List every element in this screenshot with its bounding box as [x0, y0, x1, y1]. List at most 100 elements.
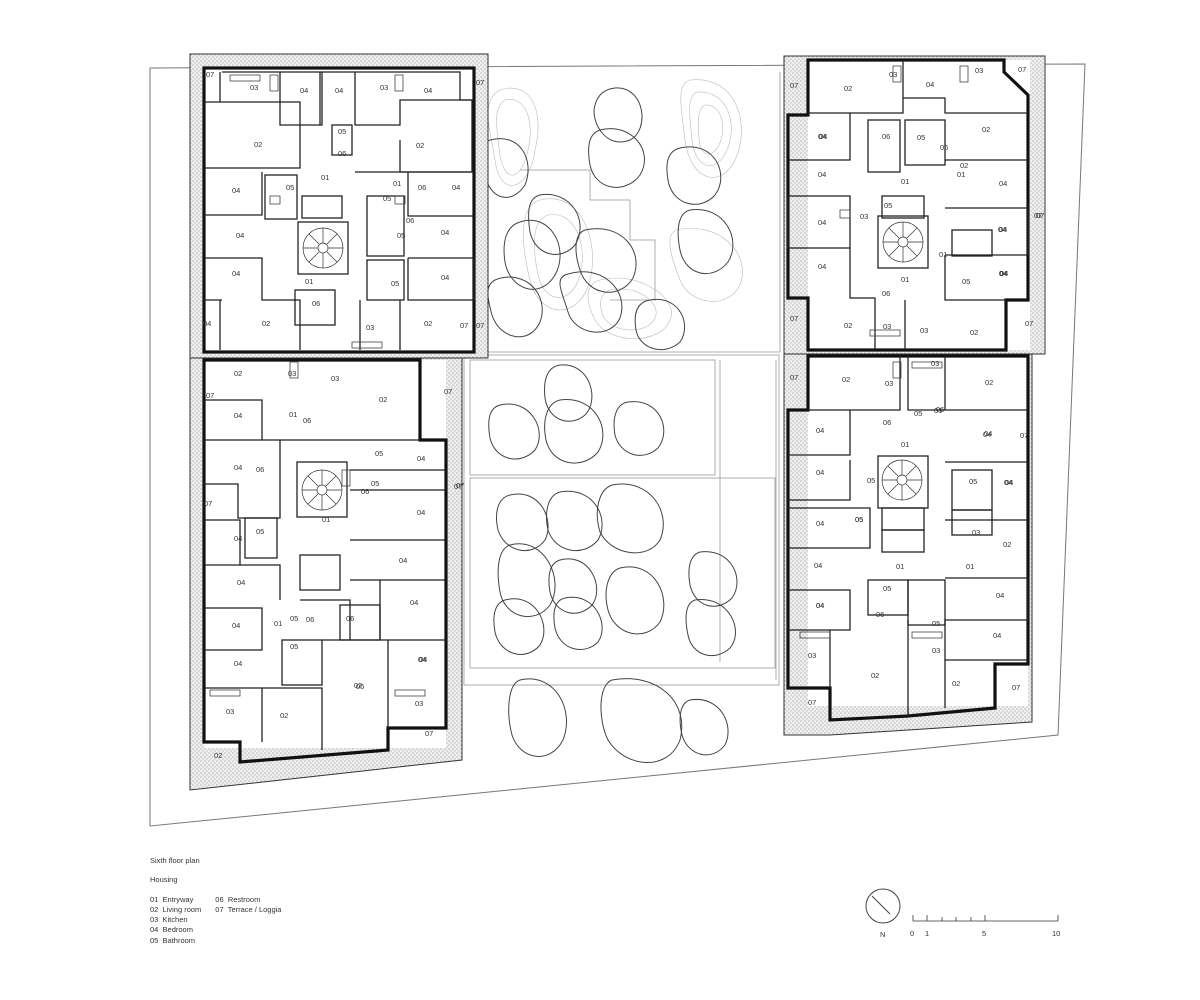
- room-label: 06: [361, 487, 369, 496]
- room-label: 07: [790, 373, 798, 382]
- room-label: 01: [901, 275, 909, 284]
- room-label: 06: [940, 143, 948, 152]
- room-label: 01: [957, 170, 965, 179]
- legend-item: 06 Restroom: [215, 894, 261, 904]
- room-label: 05: [383, 194, 391, 203]
- room-label: 03: [885, 379, 893, 388]
- room-label: 07: [1018, 65, 1026, 74]
- legend-item: 03 Kitchen: [150, 915, 188, 925]
- legend-item: 01 Entryway: [150, 894, 194, 904]
- courtyard: [463, 68, 781, 686]
- room-label: 05: [338, 127, 346, 136]
- room-label: 05: [290, 614, 298, 623]
- room-label: 06: [406, 216, 414, 225]
- room-label: 04: [424, 86, 432, 95]
- scale-tick-label: 1: [925, 929, 930, 938]
- room-label: 04: [999, 225, 1007, 234]
- room-label: 05: [356, 682, 364, 691]
- room-label: 04: [234, 463, 242, 472]
- room-label: 04: [441, 228, 449, 237]
- room-label: 07: [206, 391, 214, 400]
- room-label: 06: [883, 418, 891, 427]
- room-label: 07: [790, 314, 798, 323]
- room-label: 05: [855, 515, 863, 524]
- room-label: 06: [936, 405, 944, 414]
- room-label: 05: [962, 277, 970, 286]
- room-label: 04: [236, 231, 244, 240]
- room-label: 07: [1012, 683, 1020, 692]
- room-label: 04: [816, 601, 824, 610]
- room-label: 03: [331, 374, 339, 383]
- room-label: 02: [844, 321, 852, 330]
- room-label: 05: [371, 479, 379, 488]
- room-label: 07: [456, 481, 464, 490]
- room-label: 04: [1004, 478, 1012, 487]
- room-label: 02: [952, 679, 960, 688]
- room-label: 04: [999, 269, 1007, 278]
- room-label: 03: [975, 66, 983, 75]
- room-label: 04: [818, 218, 826, 227]
- room-label: 07: [476, 321, 484, 330]
- legend-item: 04 Bedroom: [150, 925, 193, 935]
- room-label: 04: [300, 86, 308, 95]
- room-label: 01: [896, 562, 904, 571]
- room-label: 04: [418, 655, 426, 664]
- room-label: 07: [1025, 319, 1033, 328]
- room-label: 04: [417, 454, 425, 463]
- garden-trees: [482, 87, 738, 763]
- room-label: 04: [816, 468, 824, 477]
- room-label: 05: [855, 515, 863, 524]
- room-label: 03: [920, 326, 928, 335]
- room-label: 05: [969, 477, 977, 486]
- scale-tick-label: 5: [982, 929, 987, 938]
- room-label: 04: [232, 269, 240, 278]
- room-label: 03: [415, 699, 423, 708]
- room-label: 03: [250, 83, 258, 92]
- room-label: 04: [417, 508, 425, 517]
- room-label: 01: [939, 250, 947, 259]
- room-label: 04: [814, 561, 822, 570]
- room-label: 06: [312, 299, 320, 308]
- legend-item: 02 Living room: [150, 904, 202, 914]
- room-label: 02: [234, 369, 242, 378]
- room-label: 03: [226, 707, 234, 716]
- room-label: 02: [985, 378, 993, 387]
- room-label: 04: [983, 430, 991, 439]
- room-label: 04: [419, 655, 427, 664]
- room-label: 03: [883, 322, 891, 331]
- room-label: 02: [842, 375, 850, 384]
- room-label: 05: [932, 619, 940, 628]
- room-label: 04: [926, 80, 934, 89]
- room-label: 04: [818, 132, 826, 141]
- room-label: 07: [476, 78, 484, 87]
- room-label: 01: [901, 177, 909, 186]
- room-label: 04: [234, 534, 242, 543]
- room-label: 04: [818, 262, 826, 271]
- room-label: 02: [254, 140, 262, 149]
- room-label: 02: [871, 671, 879, 680]
- north-compass: [865, 888, 901, 924]
- room-label: 02: [424, 319, 432, 328]
- site-boundary: [149, 63, 1086, 827]
- room-label: 02: [262, 319, 270, 328]
- room-label: 04: [234, 659, 242, 668]
- room-label: 07: [425, 729, 433, 738]
- legend-item: 05 Bathroom: [150, 935, 196, 945]
- room-label: 04: [1000, 269, 1008, 278]
- room-label: 04: [232, 621, 240, 630]
- room-label: 05: [867, 476, 875, 485]
- room-label: 04: [237, 578, 245, 587]
- room-label: 01: [322, 515, 330, 524]
- room-label: 02: [214, 751, 222, 760]
- room-label: 02: [844, 84, 852, 93]
- block-a: [189, 53, 489, 359]
- room-label: 02: [960, 161, 968, 170]
- north-label: N: [880, 930, 886, 939]
- legend-column-2: 06 Restroom 07 Terrace / Loggia: [215, 895, 281, 946]
- room-label: 07: [790, 81, 798, 90]
- room-label: 03: [889, 70, 897, 79]
- room-label: 04: [441, 273, 449, 282]
- room-label: 06: [256, 465, 264, 474]
- plan-subtitle: Housing: [150, 875, 178, 885]
